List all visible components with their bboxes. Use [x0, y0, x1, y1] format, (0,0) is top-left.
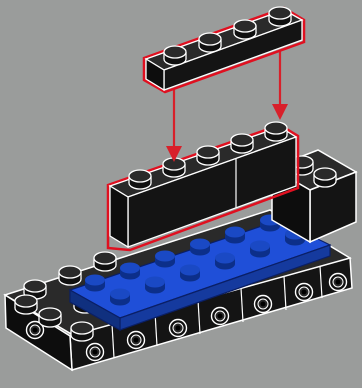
arrow-down-icon [166, 88, 182, 162]
top-plate-1x4 [142, 6, 306, 94]
arrow-down-icon [272, 50, 288, 120]
brick-corner-right [270, 149, 358, 244]
brick-1x6-back [106, 121, 300, 252]
